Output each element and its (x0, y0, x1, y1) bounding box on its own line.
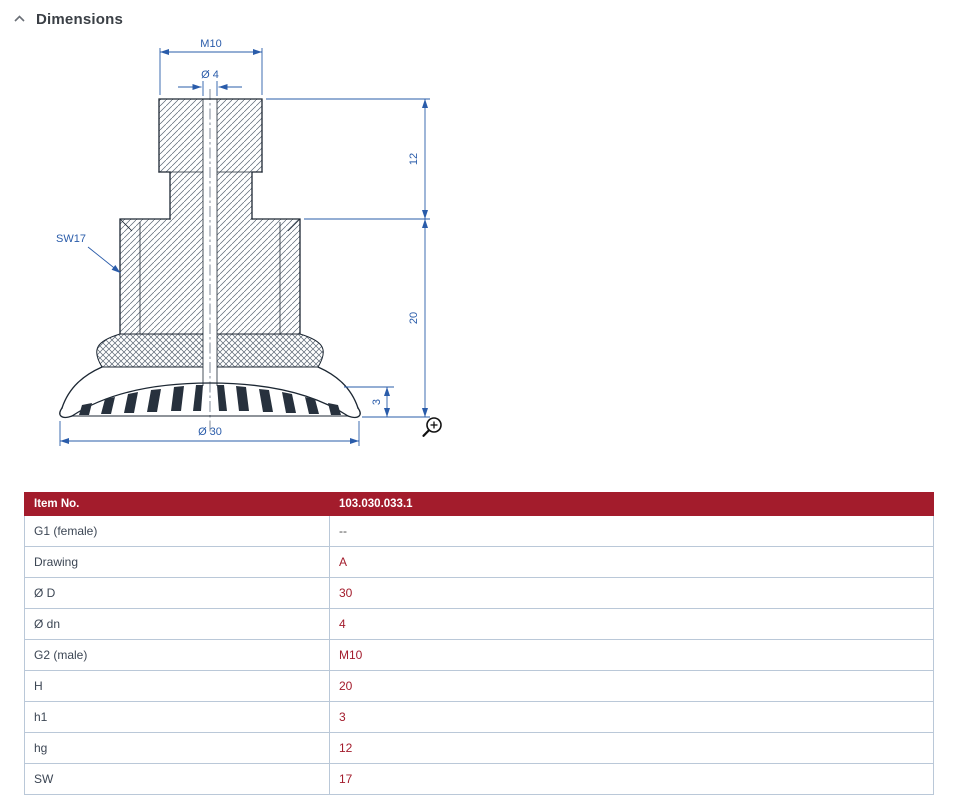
row-value: A (329, 546, 934, 578)
dimension-labels: M10 Ø 4 12 20 3 SW17 Ø 30 (56, 38, 420, 438)
row-label: Ø D (24, 577, 330, 609)
row-value: 12 (329, 732, 934, 764)
row-label: G2 (male) (24, 639, 330, 671)
chevron-up-icon[interactable] (14, 15, 25, 23)
suction-cup-cleats (79, 385, 341, 415)
row-label: Drawing (24, 546, 330, 578)
dimensions-table: Item No. 103.030.033.1 G1 (female) -- Dr… (24, 492, 934, 795)
table-row: G1 (female) -- (24, 515, 934, 547)
row-label: G1 (female) (24, 515, 330, 547)
table-row: G2 (male) M10 (24, 639, 934, 671)
table-header-item-value: 103.030.033.1 (329, 492, 934, 516)
dim-label-diameter: Ø 30 (198, 426, 222, 438)
row-label: H (24, 670, 330, 702)
table-row: Drawing A (24, 546, 934, 578)
table-row: SW 17 (24, 763, 934, 795)
row-value: 20 (329, 670, 934, 702)
technical-drawing: M10 Ø 4 12 20 3 SW17 Ø 30 (10, 34, 958, 464)
table-row: Ø D 30 (24, 577, 934, 609)
table-header-item-no: Item No. (24, 492, 330, 516)
part-inner-lines (119, 99, 301, 386)
row-value: 17 (329, 763, 934, 795)
table-row: h1 3 (24, 701, 934, 733)
row-value: 4 (329, 608, 934, 640)
section-title: Dimensions (36, 10, 124, 28)
row-label: SW (24, 763, 330, 795)
section-header: Dimensions (0, 0, 958, 30)
row-value: -- (329, 515, 934, 547)
dim-label-bore: Ø 4 (201, 69, 219, 81)
row-value: 3 (329, 701, 934, 733)
dim-label-h: 20 (408, 312, 420, 324)
dim-label-hg: 12 (408, 153, 420, 165)
dimension-lines (59, 48, 430, 446)
row-label: hg (24, 732, 330, 764)
row-label: Ø dn (24, 608, 330, 640)
table-row: Ø dn 4 (24, 608, 934, 640)
table-header-row: Item No. 103.030.033.1 (24, 492, 934, 516)
dim-label-thread: M10 (200, 38, 221, 50)
dim-label-h1: 3 (371, 399, 383, 405)
table-row: H 20 (24, 670, 934, 702)
row-value: M10 (329, 639, 934, 671)
row-label: h1 (24, 701, 330, 733)
hatched-sections (120, 99, 300, 334)
table-row: hg 12 (24, 732, 934, 764)
row-value: 30 (329, 577, 934, 609)
zoom-in-icon[interactable] (422, 417, 442, 437)
dim-label-sw: SW17 (56, 233, 86, 245)
